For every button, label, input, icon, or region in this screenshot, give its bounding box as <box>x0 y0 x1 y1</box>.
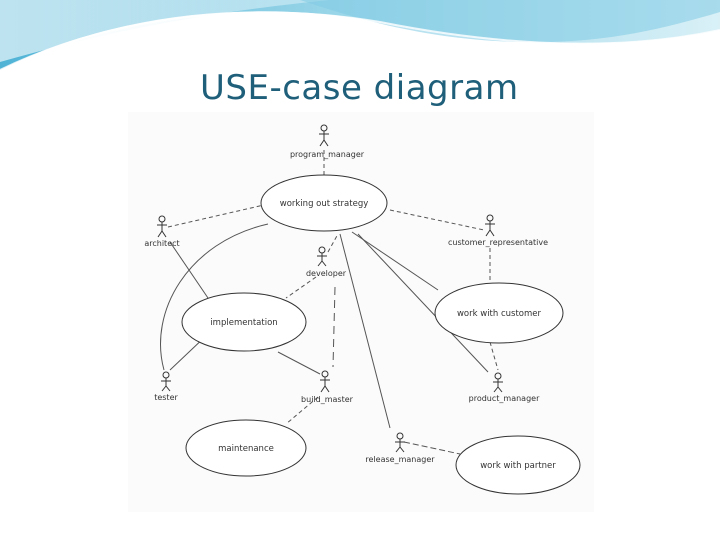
svg-text:work with customer: work with customer <box>457 309 542 319</box>
svg-text:release_manager: release_manager <box>365 455 435 464</box>
stick-figure-icon <box>317 246 327 267</box>
association-lines <box>160 150 499 455</box>
actor-architect: architect <box>144 215 180 248</box>
svg-text:implementation: implementation <box>210 318 277 328</box>
stick-figure-icon <box>161 371 171 392</box>
header-banner <box>0 0 720 71</box>
use-case-working-out-strategy: working out strategy <box>260 174 388 232</box>
svg-text:work with partner: work with partner <box>480 461 556 471</box>
svg-text:working out strategy: working out strategy <box>280 199 369 209</box>
svg-text:maintenance: maintenance <box>218 444 274 454</box>
actor-program-manager: program_manager <box>290 124 365 159</box>
use-case-maintenance: maintenance <box>185 419 307 477</box>
slide-title: USE-case diagram <box>200 68 519 108</box>
stick-figure-icon <box>319 124 329 147</box>
use-case-work-with-customer: work with customer <box>434 282 564 344</box>
actor-release-manager: release_manager <box>365 432 435 464</box>
stick-figure-icon <box>157 215 167 238</box>
diagram-canvas: working out strategy implementation work… <box>144 124 581 495</box>
svg-text:customer_representative: customer_representative <box>448 238 548 247</box>
actor-build-master: build_master <box>301 370 354 404</box>
stick-figure-icon <box>320 370 330 393</box>
actor-customer-representative: customer_representative <box>448 214 548 247</box>
stick-figure-icon <box>485 214 495 237</box>
stick-figure-icon <box>395 432 405 453</box>
svg-text:architect: architect <box>144 239 179 248</box>
actor-product-manager: product_manager <box>469 372 540 403</box>
svg-text:program_manager: program_manager <box>290 150 365 159</box>
actor-tester: tester <box>154 371 178 402</box>
use-case-implementation: implementation <box>181 292 307 352</box>
svg-text:build_master: build_master <box>301 395 354 404</box>
svg-text:product_manager: product_manager <box>469 394 540 403</box>
stick-figure-icon <box>493 372 503 393</box>
actor-developer: developer <box>306 246 347 278</box>
use-case-diagram: working out strategy implementation work… <box>128 112 594 512</box>
svg-text:tester: tester <box>154 393 178 402</box>
svg-text:developer: developer <box>306 269 347 278</box>
use-case-work-with-partner: work with partner <box>455 435 581 495</box>
